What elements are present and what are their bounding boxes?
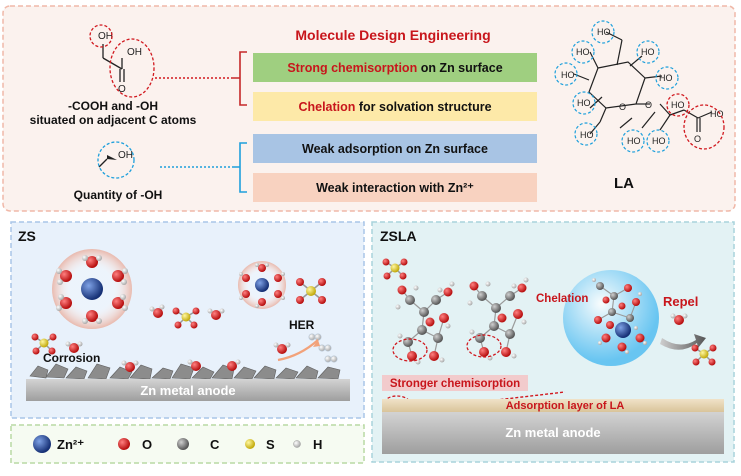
box-weak-adsorption-text: Weak adsorption on Zn surface	[302, 142, 488, 156]
zs-anode-label: Zn metal anode	[140, 383, 235, 398]
svg-text:O: O	[645, 100, 652, 110]
zs-sulfate-left	[31, 333, 57, 355]
box-chemisorption	[253, 53, 537, 82]
box-chelation	[253, 92, 537, 121]
mol-oh-right: OH	[127, 47, 142, 58]
oh-molecule: OH	[98, 150, 133, 168]
svg-text:O: O	[694, 134, 701, 144]
zsla-adsorption-layer-label: Adsorption layer of LA	[506, 400, 625, 412]
zsla-anode	[382, 412, 724, 454]
svg-text:HO: HO	[710, 109, 724, 119]
oh-quantity-label: Quantity of -OH	[74, 188, 163, 202]
zsla-sulfate-topleft	[382, 258, 408, 280]
box-weak-interaction-text: Weak interaction with Zn²⁺	[316, 181, 474, 195]
la-label: LA	[614, 175, 634, 192]
zsla-chelated-la	[592, 278, 642, 330]
zs-hydrogen-bubbles	[308, 333, 338, 363]
zs-water-a	[149, 304, 165, 318]
zs-corrosion-label: Corrosion	[43, 351, 100, 365]
cooh-dashed-circle	[109, 38, 155, 98]
zs-title: ZS	[18, 228, 36, 244]
zsla-anode-label: Zn metal anode	[505, 425, 600, 440]
zsla-repelled-water	[670, 313, 688, 325]
svg-text:HO: HO	[580, 130, 594, 140]
cooh-oh-molecule: OH OH O	[98, 31, 142, 95]
svg-text:HO: HO	[597, 27, 611, 37]
svg-text:HO: HO	[659, 73, 673, 83]
zs-water-cluster-large	[56, 255, 128, 324]
svg-text:HO: HO	[561, 70, 575, 80]
legend-o-label: O	[142, 437, 152, 452]
legend-zn-icon	[33, 435, 51, 453]
zs-sulfate-mid	[172, 307, 200, 329]
zs-zn-ion-large	[81, 278, 103, 300]
svg-text:HO: HO	[671, 100, 685, 110]
zsla-chelation-waters	[598, 321, 647, 354]
legend-s-label: S	[266, 437, 275, 452]
svg-text:HO: HO	[577, 98, 591, 108]
zsla-chelation-label: Chelation	[536, 293, 588, 305]
zsla-sulfate-right	[691, 344, 717, 366]
box-chelation-text: Chelation for solvation structure	[298, 100, 491, 114]
la-oh-red-circle	[666, 93, 690, 117]
zs-water-c	[65, 341, 83, 353]
la-oh-blue-circles	[554, 20, 679, 153]
mol-oh-small: OH	[118, 150, 133, 161]
svg-text:HO: HO	[627, 136, 641, 146]
legend-h-icon	[293, 440, 301, 448]
legend-zn-label: Zn²⁺	[57, 437, 84, 452]
legend-s-icon	[245, 439, 255, 449]
svg-text:HO: HO	[652, 136, 666, 146]
oh-dashed-circle	[89, 24, 113, 48]
box-weak-adsorption	[253, 134, 537, 163]
svg-text:O: O	[619, 102, 626, 112]
zs-water-d	[273, 342, 291, 354]
zsla-chemisorption-circle-1	[392, 338, 428, 362]
zs-her-arrowhead	[313, 340, 320, 347]
zsla-la-molecule-1	[395, 281, 455, 365]
cooh-label-line2: situated on adjacent C atoms	[30, 113, 197, 127]
red-bracket	[232, 51, 247, 106]
zs-surface-waters	[121, 359, 241, 372]
blue-bracket	[232, 142, 247, 193]
zsla-la-molecule-2	[467, 277, 529, 361]
la-labels: HO HO HO HO HO HO O O HO HO HO HO HO O	[561, 27, 724, 146]
zsla-chelated-zn	[615, 322, 631, 338]
zs-anode	[26, 379, 350, 401]
zsla-adsorption-layer	[382, 399, 724, 412]
zs-her-label: HER	[289, 318, 315, 332]
cooh-label-line1: -COOH and -OH	[68, 99, 158, 113]
legend-o-icon	[118, 438, 130, 450]
zs-zn-ion-small	[255, 278, 269, 292]
zsla-repel-label: Repel	[663, 294, 698, 309]
zsla-chemisorption-circle-2	[466, 334, 502, 358]
svg-text:HO: HO	[641, 47, 655, 57]
zsla-stronger-label: Stronger chemisorption	[390, 378, 520, 390]
mol-o-bottom: O	[118, 84, 126, 95]
legend-h-label: H	[313, 437, 322, 452]
zs-water-b	[207, 308, 225, 320]
la-cooh-red-circle	[683, 104, 725, 150]
zs-zinc-debris	[29, 363, 341, 380]
legend-c-label: C	[210, 437, 220, 452]
box-chemisorption-text: Strong chemisorption on Zn surface	[287, 61, 502, 75]
zs-her-arrow	[277, 339, 319, 362]
legend-c-icon	[177, 438, 189, 450]
zs-sulfate-right	[296, 278, 326, 304]
zsla-chelation-bubble	[563, 270, 659, 366]
oh-blue-circle	[97, 141, 135, 179]
zsla-repel-arrow	[660, 334, 706, 350]
zs-water-cluster-small	[239, 263, 285, 308]
design-title: Molecule Design Engineering	[295, 27, 490, 43]
box-weak-interaction	[253, 173, 537, 202]
zsla-stronger-bar	[382, 375, 528, 391]
mol-oh-top: OH	[98, 31, 113, 42]
la-molecule	[573, 31, 713, 135]
zsla-title: ZSLA	[380, 228, 417, 244]
svg-text:HO: HO	[576, 47, 590, 57]
